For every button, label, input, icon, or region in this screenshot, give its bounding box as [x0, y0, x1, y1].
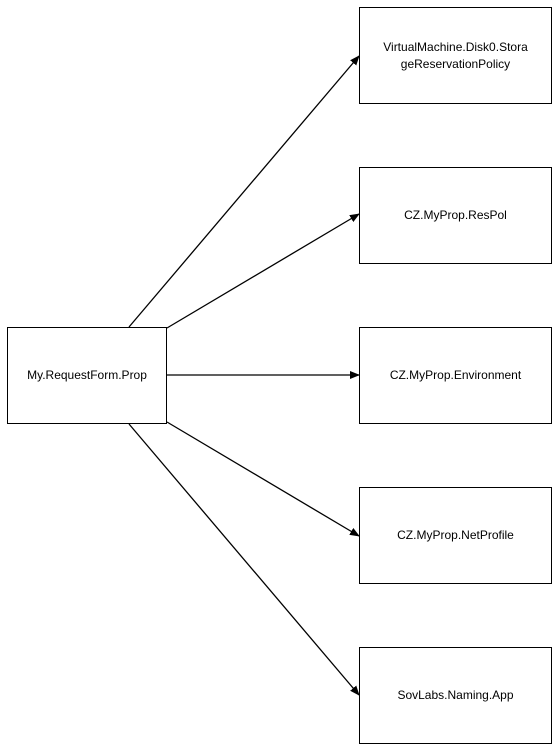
- target-node-label: CZ.MyProp.NetProfile: [397, 528, 514, 542]
- target-node-label: SovLabs.Naming.App: [397, 688, 514, 702]
- source-node-label: My.RequestForm.Prop: [27, 368, 147, 382]
- source-node: My.RequestForm.Prop: [7, 327, 167, 424]
- target-node-environment: CZ.MyProp.Environment: [359, 327, 552, 424]
- target-node-label: CZ.MyProp.ResPol: [404, 208, 507, 222]
- edge-arrow-respol: [166, 213, 360, 329]
- edge-arrow-storage-reservation-policy: [128, 55, 360, 328]
- edge-arrow-netprofile: [166, 421, 360, 537]
- target-node-naming-app: SovLabs.Naming.App: [359, 647, 552, 744]
- target-node-netprofile: CZ.MyProp.NetProfile: [359, 487, 552, 584]
- edge-arrow-naming-app: [128, 423, 360, 696]
- target-node-label: VirtualMachine.Disk0.StorageReservationP…: [383, 39, 528, 71]
- target-node-label: CZ.MyProp.Environment: [389, 368, 522, 382]
- target-node-respol: CZ.MyProp.ResPol: [359, 167, 552, 264]
- target-node-storage-reservation-policy: VirtualMachine.Disk0.StorageReservationP…: [359, 7, 552, 104]
